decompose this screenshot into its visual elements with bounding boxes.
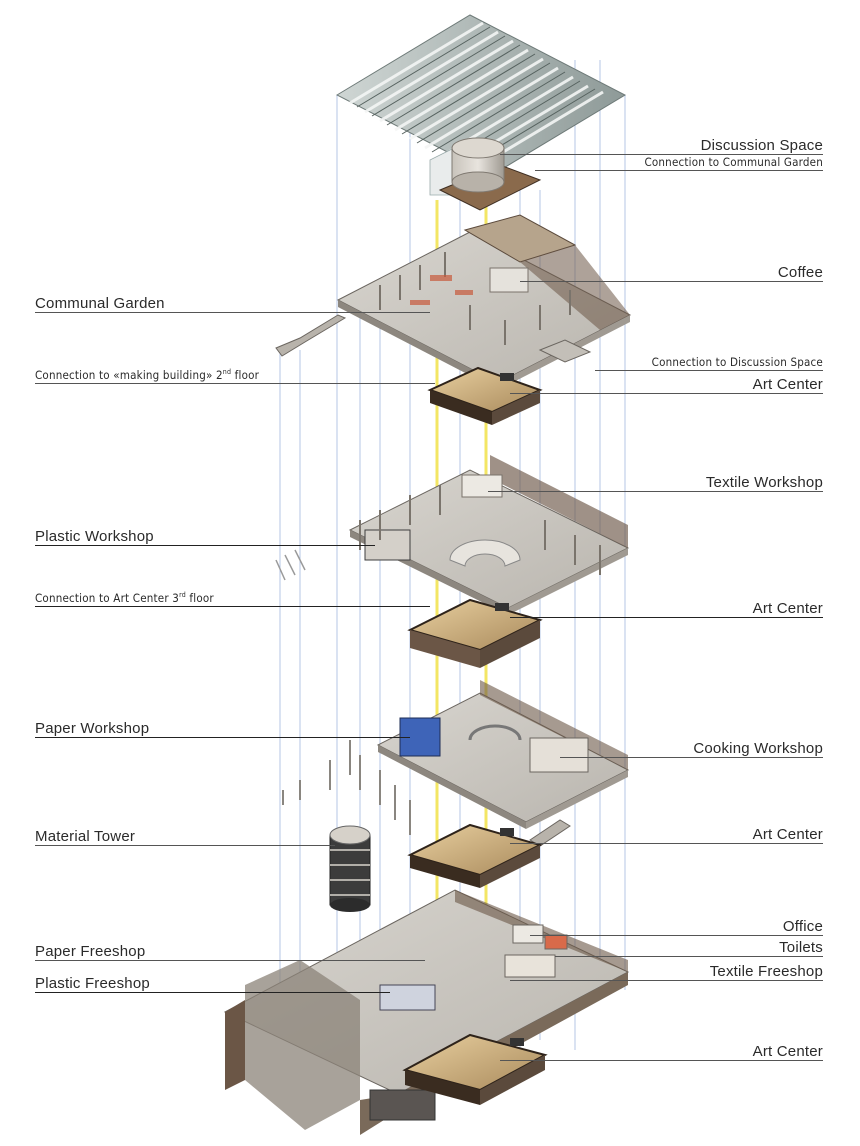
leader-connection-communal-garden [535, 170, 823, 171]
leader-art-center-4 [500, 1060, 823, 1061]
connection-making-building-floor: floor [231, 368, 260, 382]
connection-making-building-ordinal: nd [222, 368, 232, 377]
leader-office [530, 935, 823, 936]
label-office: Office [782, 918, 823, 935]
label-art-center-4: Art Center [752, 1043, 823, 1060]
leader-textile-workshop [488, 491, 823, 492]
label-connection-making-building: Connection to «making building» 2nd floo… [35, 368, 260, 382]
label-textile-freeshop: Textile Freeshop [709, 963, 823, 980]
material-tower [329, 825, 371, 912]
label-toilets: Toilets [779, 939, 823, 956]
label-art-center-3: Art Center [752, 826, 823, 843]
label-connection-discussion-space: Connection to Discussion Space [651, 355, 823, 369]
leader-art-center-1 [510, 393, 823, 394]
label-connection-art-center: Connection to Art Center 3rd floor [35, 591, 214, 605]
leader-textile-freeshop [510, 980, 823, 981]
leader-paper-workshop [35, 737, 410, 738]
leader-plastic-workshop [35, 545, 375, 546]
label-material-tower: Material Tower [35, 828, 136, 845]
connection-art-center-ordinal: rd [179, 591, 186, 600]
level-paper-cooking [282, 680, 630, 847]
label-connection-communal-garden: Connection to Communal Garden [644, 155, 823, 169]
label-coffee: Coffee [777, 264, 823, 281]
leader-art-center-2 [510, 617, 823, 618]
leader-plastic-freeshop [35, 992, 390, 993]
label-communal-garden: Communal Garden [35, 295, 165, 312]
label-paper-freeshop: Paper Freeshop [35, 943, 146, 960]
leader-communal-garden [35, 312, 430, 313]
leader-coffee [520, 281, 823, 282]
leader-connection-discussion-space [595, 370, 823, 371]
label-discussion-space: Discussion Space [700, 137, 823, 154]
connection-art-center-floor: floor [185, 591, 214, 605]
label-plastic-workshop: Plastic Workshop [35, 528, 154, 545]
label-plastic-freeshop: Plastic Freeshop [35, 975, 150, 992]
level-coffee-garden [275, 214, 632, 390]
leader-toilets [555, 956, 823, 957]
label-paper-workshop: Paper Workshop [35, 720, 150, 737]
leader-discussion-space [500, 154, 823, 155]
connection-art-center-text: Connection to Art Center 3 [35, 591, 180, 605]
art-center-1-block [427, 366, 543, 425]
label-art-center-1: Art Center [752, 376, 823, 393]
leader-material-tower [35, 845, 335, 846]
level-textile-plastic [275, 455, 630, 615]
art-center-3-block [407, 823, 543, 888]
leader-paper-freeshop [35, 960, 425, 961]
connection-making-building-text: Connection to «making building» 2 [35, 368, 223, 382]
label-textile-workshop: Textile Workshop [705, 474, 823, 491]
label-cooking-workshop: Cooking Workshop [693, 740, 823, 757]
roof-level [335, 14, 627, 211]
leader-connection-art-center [35, 606, 430, 607]
leader-connection-making-building [35, 383, 435, 384]
leader-art-center-3 [510, 843, 823, 844]
label-art-center-2: Art Center [752, 600, 823, 617]
leader-cooking-workshop [560, 757, 823, 758]
level-ground [223, 889, 630, 1135]
art-center-2-block [407, 598, 543, 668]
art-center-4-block [402, 1033, 548, 1105]
